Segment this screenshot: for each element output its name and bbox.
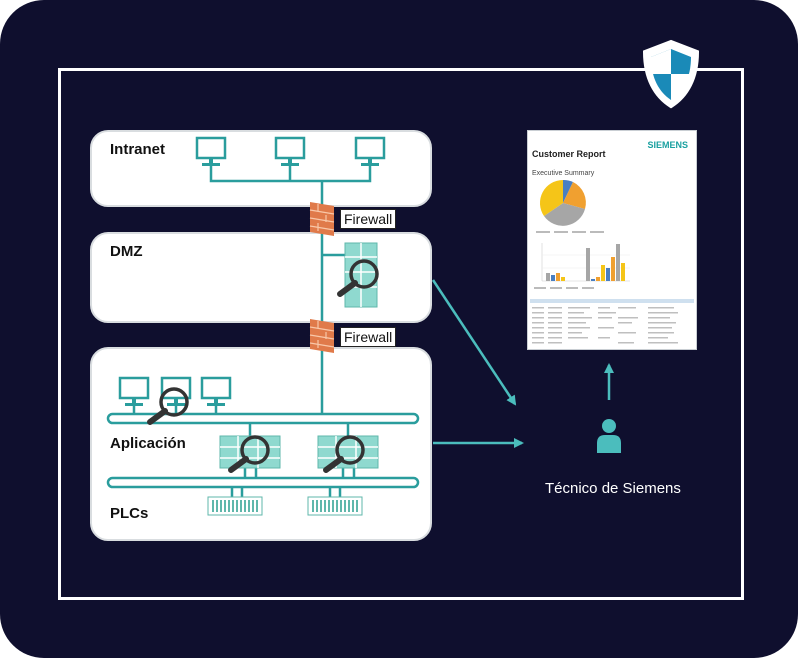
shield-icon xyxy=(642,39,700,109)
firewall-label: Firewall xyxy=(340,209,397,229)
monitor-icon xyxy=(200,376,232,408)
pie-chart xyxy=(539,179,586,226)
monitor-icon xyxy=(354,136,386,168)
monitor-icon xyxy=(195,136,227,168)
bar-chart xyxy=(541,243,630,282)
outer-frame xyxy=(58,68,744,600)
report-brand: SIEMENS xyxy=(647,140,688,150)
zone-label-plcs: PLCs xyxy=(110,505,149,522)
arrow-dmz-to-technician xyxy=(431,279,517,406)
person-icon xyxy=(597,419,621,453)
monitor-icon xyxy=(274,136,306,168)
report-title: Customer Report xyxy=(532,149,606,159)
zone-label-intranet: Intranet xyxy=(110,141,166,158)
firewall-label: Firewall xyxy=(340,327,397,347)
plc-icon xyxy=(307,496,363,516)
report-table xyxy=(530,299,694,344)
zone-label-dmz: DMZ xyxy=(110,243,143,260)
report-subtitle: Executive Summary xyxy=(532,170,595,177)
firewall-icon xyxy=(309,201,335,237)
plc-icon xyxy=(207,496,263,516)
firewall-icon xyxy=(309,318,335,354)
application-network xyxy=(106,376,420,516)
zone-label-aplicacion: Aplicación xyxy=(110,435,186,452)
monitor-icon xyxy=(118,376,150,408)
customer-report-document: SIEMENS Customer Report Executive Summar… xyxy=(527,130,697,350)
technician-label: Técnico de Siemens xyxy=(545,480,681,497)
